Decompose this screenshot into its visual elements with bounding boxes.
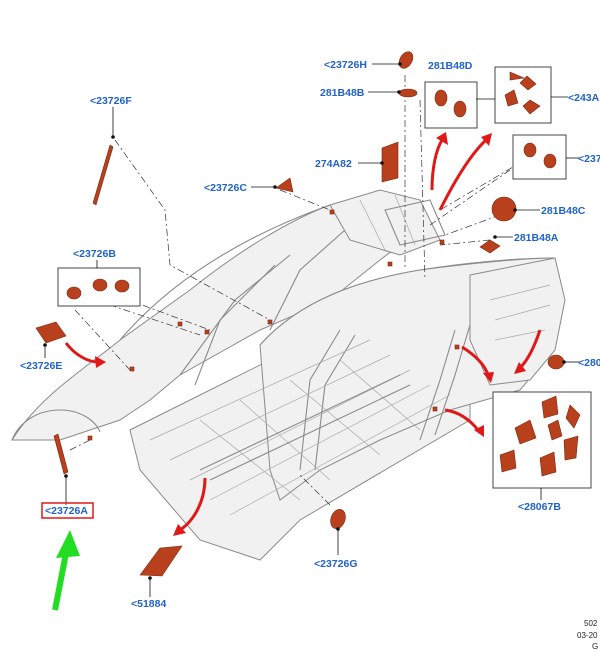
box-281B48D [424, 81, 478, 129]
part-281B48A [479, 239, 501, 254]
label-280[interactable]: <280 [578, 357, 600, 369]
drawing-ref-line2: 03-20 [577, 631, 598, 640]
part-23726F [92, 144, 114, 206]
label-281B48C[interactable]: 281B48C [541, 205, 586, 217]
part-51884 [139, 545, 183, 577]
label-28067B[interactable]: <28067B [518, 501, 561, 513]
highlight-box-23726A [41, 502, 94, 519]
part-23726E [35, 321, 67, 344]
part-281B48B [398, 88, 418, 98]
label-23726E[interactable]: <23726E [20, 360, 62, 372]
box-243A [494, 66, 552, 124]
drawing-ref-line1: 502 [584, 619, 598, 628]
label-23726G[interactable]: <23726G [314, 558, 358, 570]
label-23726C[interactable]: <23726C [204, 182, 247, 194]
green-pointer-arrow [52, 530, 80, 611]
label-23726H[interactable]: <23726H [324, 59, 367, 71]
label-23726F[interactable]: <23726F [90, 95, 132, 107]
label-51884[interactable]: <51884 [131, 598, 166, 610]
label-281B48B[interactable]: 281B48B [320, 87, 365, 99]
drawing-reference: 502 03-20 G [577, 619, 598, 650]
label-274A82[interactable]: 274A82 [315, 158, 352, 170]
part-280 [547, 354, 565, 370]
label-243A[interactable]: <243A [568, 92, 600, 104]
part-274A82 [381, 141, 399, 183]
part-23726G [330, 509, 346, 529]
label-23726A[interactable]: <23726A [45, 505, 88, 517]
vehicle-body-structure [11, 189, 566, 561]
drawing-ref-line3: G [592, 642, 598, 650]
part-281B48C [491, 196, 517, 222]
attachment-markers [87, 209, 460, 441]
dashed-leaders [69, 75, 526, 506]
label-281B48A[interactable]: 281B48A [514, 232, 559, 244]
part-23726A [53, 433, 69, 475]
part-23726H [398, 51, 414, 69]
label-23726B[interactable]: <23726B [73, 248, 116, 260]
box-237 [512, 134, 567, 180]
leader-lines [43, 62, 580, 597]
callout-labels: <23726H 281B48D 281B48B <243A <23726F 27… [20, 59, 600, 610]
red-arrows [64, 132, 542, 536]
part-23726C [275, 177, 294, 193]
box-23726B [57, 267, 141, 307]
label-237[interactable]: <237 [578, 153, 600, 165]
box-28067B [492, 391, 592, 489]
label-281B48D[interactable]: 281B48D [428, 60, 473, 72]
